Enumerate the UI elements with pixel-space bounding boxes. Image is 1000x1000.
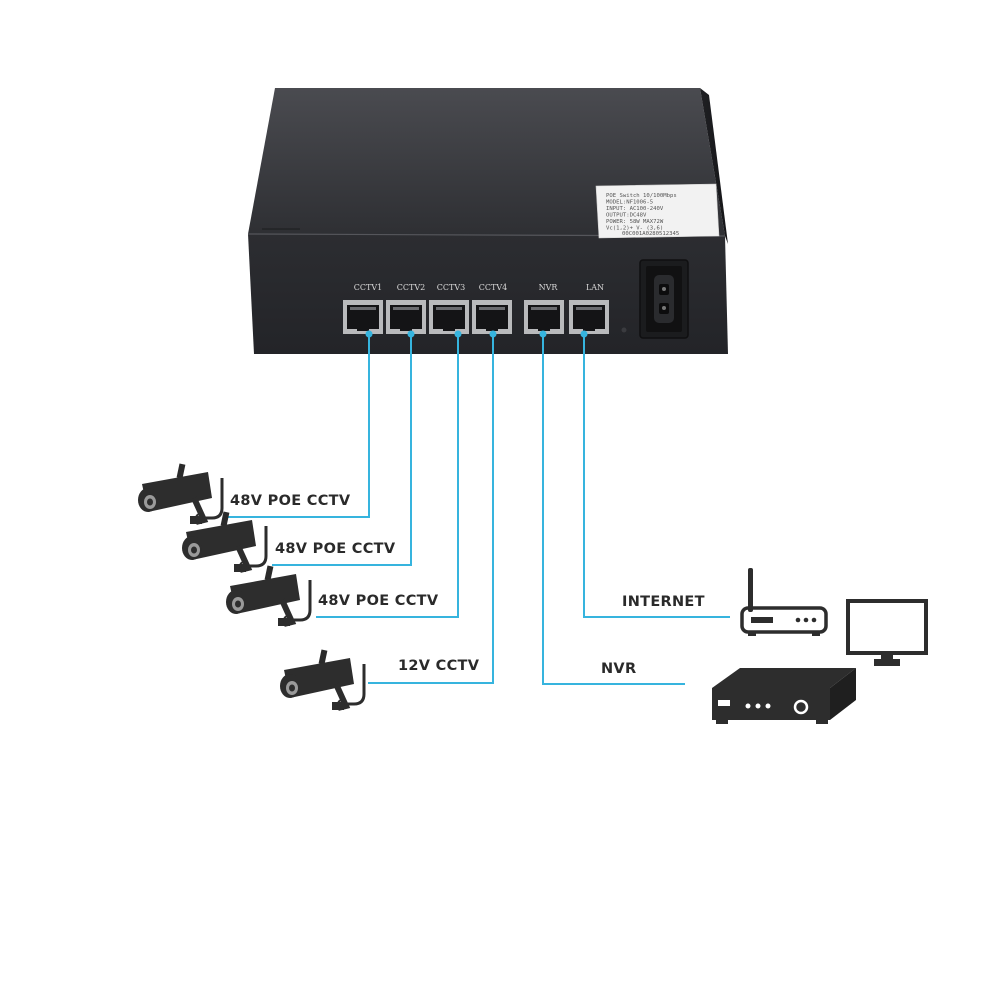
camera-icon	[138, 463, 224, 525]
nvr-recorder-icon	[712, 668, 856, 724]
power-socket	[639, 259, 689, 339]
wire-cctv4	[368, 334, 494, 684]
connection-label: INTERNET	[622, 594, 705, 610]
camera-icon	[226, 565, 312, 627]
wire-nvr	[542, 334, 685, 685]
wire-cctv3	[316, 334, 459, 618]
connection-label: 48V POE CCTV	[318, 593, 439, 609]
sticker-line: MODEL:NF1006-5	[606, 200, 653, 206]
port-label-cctv3: CCTV3	[437, 283, 465, 292]
connection-wires	[228, 330, 730, 685]
wire-lan	[583, 334, 730, 618]
connection-label: 12V CCTV	[398, 658, 480, 674]
monitor-icon	[846, 599, 928, 666]
sticker-line: POWER: 58W MAX72W	[606, 219, 664, 225]
sticker-line: INPUT: AC100-240V	[606, 206, 664, 212]
rj45-port-cctv3	[429, 300, 469, 334]
switch-side	[700, 88, 728, 244]
rj45-port-cctv2	[386, 300, 426, 334]
wire-cctv1	[228, 334, 370, 518]
port-label-lan: LAN	[586, 283, 604, 292]
rj45-port-nvr	[524, 300, 564, 334]
rj45-port-cctv1	[343, 300, 383, 334]
rj45-port-cctv4	[472, 300, 512, 334]
rj45-port-lan	[569, 300, 609, 334]
connection-label: 48V POE CCTV	[275, 541, 396, 557]
sticker-line: OUTPUT:DC48V	[606, 213, 647, 219]
port-label-cctv2: CCTV2	[397, 283, 425, 292]
port-label-cctv1: CCTV1	[354, 283, 382, 292]
port-label-cctv4: CCTV4	[479, 283, 507, 292]
status-led	[621, 327, 627, 333]
switch-sticker: POE Switch 10/100Mbps MODEL:NF1006-5 INP…	[595, 183, 720, 239]
sticker-line: 00C001A0280512345	[622, 231, 679, 237]
sticker-line: POE Switch 10/100Mbps	[606, 193, 677, 199]
wire-cctv2	[272, 334, 412, 566]
camera-icon	[280, 649, 366, 711]
connection-label: NVR	[601, 661, 636, 677]
sticker-line: Vc(1,2)+ V- (3,6)	[606, 226, 663, 232]
port-label-nvr: NVR	[539, 283, 559, 292]
router-icon	[740, 568, 828, 636]
connection-label: 48V POE CCTV	[230, 493, 351, 509]
camera-icon	[182, 511, 268, 573]
poe-switch: POE Switch 10/100Mbps MODEL:NF1006-5 INP…	[247, 88, 728, 354]
